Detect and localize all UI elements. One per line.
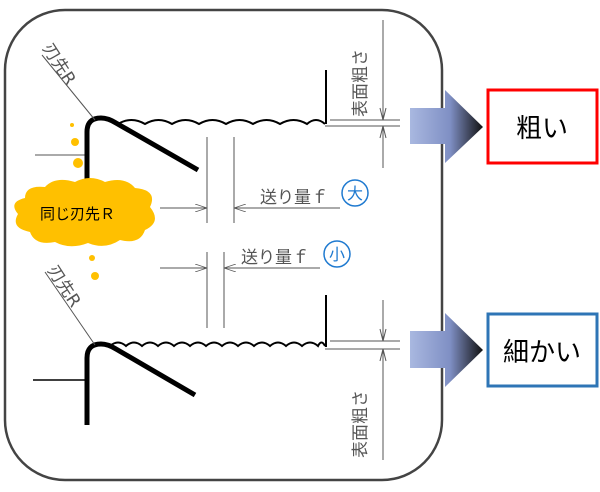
feed-small-label: 送り量ｆ	[241, 248, 309, 268]
tip-radius-label: 刃先R	[38, 40, 80, 89]
fine-label: 細かい	[503, 338, 581, 368]
arrow-right-icon	[410, 313, 483, 387]
upper-roughness-dimension: 表面粗さ	[325, 20, 400, 168]
feed-large-label: 送り量ｆ	[260, 188, 328, 208]
feed-large-dimension: 送り量ｆ 大	[160, 137, 369, 223]
tip-radius-label: 刃先R	[43, 262, 85, 311]
rough-label: 粗い	[516, 114, 568, 144]
feed-small-mark: 小	[329, 245, 345, 264]
fine-box	[486, 312, 599, 388]
surface-roughness-label: 表面粗さ	[351, 390, 371, 458]
same-tip-radius-cloud: 同じ刃先Ｒ	[14, 178, 155, 247]
lower-tool: 刃先R	[33, 262, 327, 425]
surface-roughness-label: 表面粗さ	[351, 49, 371, 117]
rough-box	[486, 88, 599, 165]
frame	[3, 8, 444, 482]
lower-roughness-dimension: 表面粗さ	[325, 300, 400, 460]
feed-large-mark: 大	[347, 184, 363, 203]
dots	[70, 123, 99, 280]
same-tip-radius-label: 同じ刃先Ｒ	[40, 205, 115, 223]
arrow-right-icon	[410, 90, 483, 163]
feed-small-dimension: 送り量ｆ 小	[160, 240, 351, 328]
